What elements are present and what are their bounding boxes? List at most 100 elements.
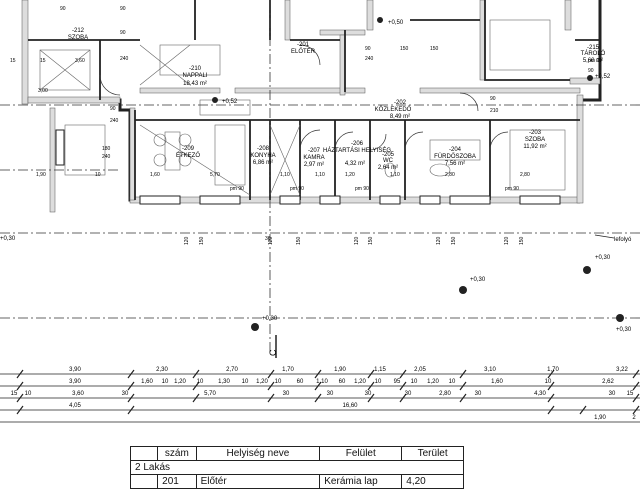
svg-text:210: 210: [490, 108, 499, 114]
dim-r3-13: 15: [627, 391, 634, 397]
dim-r2-7: 1,20: [256, 379, 268, 385]
room-code-209: -209: [182, 146, 195, 152]
dim-r3-10: 30: [475, 391, 482, 397]
svg-text:pm 90: pm 90: [290, 186, 304, 192]
dim-r4-0: 4,05: [69, 403, 81, 409]
dimension-ticks: [16, 369, 640, 415]
table-cell-area: 4,20: [401, 474, 464, 489]
dim-r3-7: 30: [365, 391, 372, 397]
table-cell-number: 201: [157, 474, 197, 489]
furniture: [39, 19, 566, 196]
dim-r1-7: 3,10: [484, 367, 496, 373]
room-code-202: -202: [394, 100, 407, 106]
dim-r1-5: 1,15: [374, 367, 386, 373]
svg-text:3,00: 3,00: [38, 88, 48, 94]
table-header-row: szám Helyiség neve Felület Terület: [129, 446, 464, 461]
svg-text:pm 90: pm 90: [505, 186, 519, 192]
room-name-205: WC: [383, 158, 394, 164]
svg-text:1,10: 1,10: [280, 172, 290, 178]
room-name-201: ELŐTÉR: [291, 48, 316, 55]
dim-r1-3: 1,70: [282, 367, 294, 373]
dim-r2-5: 1,30: [218, 379, 230, 385]
dim-r3-2: 3,60: [72, 391, 84, 397]
room-name-202: KÖZLEKEDŐ: [375, 106, 412, 113]
dim-r2-10: 1,10: [316, 379, 328, 385]
dim-r4-3: 2: [632, 415, 636, 421]
room-name-207: KAMRA: [303, 155, 324, 161]
dim-r1-9: 3,22: [616, 367, 628, 373]
svg-text:90: 90: [120, 6, 126, 12]
dim-r2-12: 1,20: [354, 379, 366, 385]
terrace-leader: [594, 234, 615, 239]
dimension-row-4: 4,05 16,60 1,90 2: [69, 403, 636, 421]
dim-r2-14: 95: [394, 379, 401, 385]
dim-r2-6: 10: [242, 379, 249, 385]
svg-text:120: 120: [184, 236, 190, 245]
svg-text:10: 10: [95, 172, 101, 178]
svg-text:1,10: 1,10: [315, 172, 325, 178]
svg-text:1,90: 1,90: [36, 172, 46, 178]
room-code-208: -208: [257, 146, 270, 152]
svg-text:30: 30: [265, 236, 271, 242]
svg-text:120: 120: [436, 236, 442, 245]
dim-r2-15: 10: [411, 379, 418, 385]
dim-r2-17: 10: [449, 379, 456, 385]
room-code-204: -204: [449, 147, 462, 153]
svg-text:120: 120: [268, 236, 274, 245]
svg-text:pm 90: pm 90: [588, 58, 602, 64]
svg-text:90: 90: [60, 6, 66, 12]
room-code-212: -212: [72, 28, 85, 34]
dim-r2-13: 10: [375, 379, 382, 385]
table-cell-room-name: Előtér: [195, 474, 321, 489]
dim-r3-11: 4,30: [534, 391, 546, 397]
room-code-210: -210: [189, 66, 202, 72]
dim-r1-1: 2,30: [156, 367, 168, 373]
level-markers: [212, 17, 624, 331]
svg-text:90: 90: [365, 46, 371, 52]
room-area-210: 18,43 m²: [183, 81, 207, 87]
svg-text:150: 150: [368, 236, 374, 245]
table-header-blank: [129, 446, 159, 461]
room-schedule-table: szám Helyiség neve Felület Terület 2 Lak…: [129, 446, 464, 489]
svg-text:240: 240: [110, 118, 119, 124]
dim-r3-9: 2,80: [439, 391, 451, 397]
svg-text:pm 90: pm 90: [230, 186, 244, 192]
svg-text:90: 90: [588, 68, 594, 74]
svg-text:1,10: 1,10: [390, 172, 400, 178]
dim-r2-0: 3,90: [69, 379, 81, 385]
svg-text:240: 240: [120, 56, 129, 62]
dim-r4-2: 1,90: [594, 415, 606, 421]
room-area-202: 8,49 m²: [390, 114, 410, 120]
terrace-label: lefolyó: [614, 237, 632, 243]
room-code-201: -201: [297, 42, 310, 48]
vertical-dims: 120 150 120 150 120 150 120 150 120 150: [184, 236, 525, 245]
svg-text:150: 150: [519, 236, 525, 245]
svg-text:90: 90: [110, 106, 116, 112]
table-header-room-name: Helyiség neve: [195, 446, 321, 461]
dim-r3-5: 30: [283, 391, 290, 397]
door-swings: [99, 44, 509, 151]
svg-text:pm 90: pm 90: [355, 186, 369, 192]
dim-r2-20: 2,62: [602, 379, 614, 385]
room-area-215: 5,60 m²: [583, 58, 603, 64]
level-label-030-a: +0,30: [470, 277, 486, 283]
svg-text:15: 15: [40, 58, 46, 64]
dim-r2-11: 60: [339, 379, 346, 385]
dim-r2-9: 60: [297, 379, 304, 385]
dim-r2-3: 1,20: [174, 379, 186, 385]
room-area-205: 2,64 m²: [378, 165, 398, 171]
dim-r3-4: 5,70: [204, 391, 216, 397]
table-cell-blank: [129, 474, 159, 489]
dim-r3-12: 30: [609, 391, 616, 397]
room-name-210: NAPPALI: [183, 73, 208, 79]
dimension-row-3: 15 10 3,60 30 5,70 30 30 30 30 2,80 30 4…: [11, 391, 634, 397]
dimension-row-1: 3,90 2,30 2,70 1,70 1,90 1,15 2,05 3,10 …: [69, 367, 628, 373]
room-area-208: 6,86 m²: [253, 160, 273, 166]
dim-r2-4: 10: [197, 379, 204, 385]
room-name-204: FÜRDŐSZOBA: [434, 153, 476, 160]
svg-text:120: 120: [504, 236, 510, 245]
level-label-030-e: +0,30: [0, 236, 16, 242]
svg-text:3,60: 3,60: [75, 58, 85, 64]
